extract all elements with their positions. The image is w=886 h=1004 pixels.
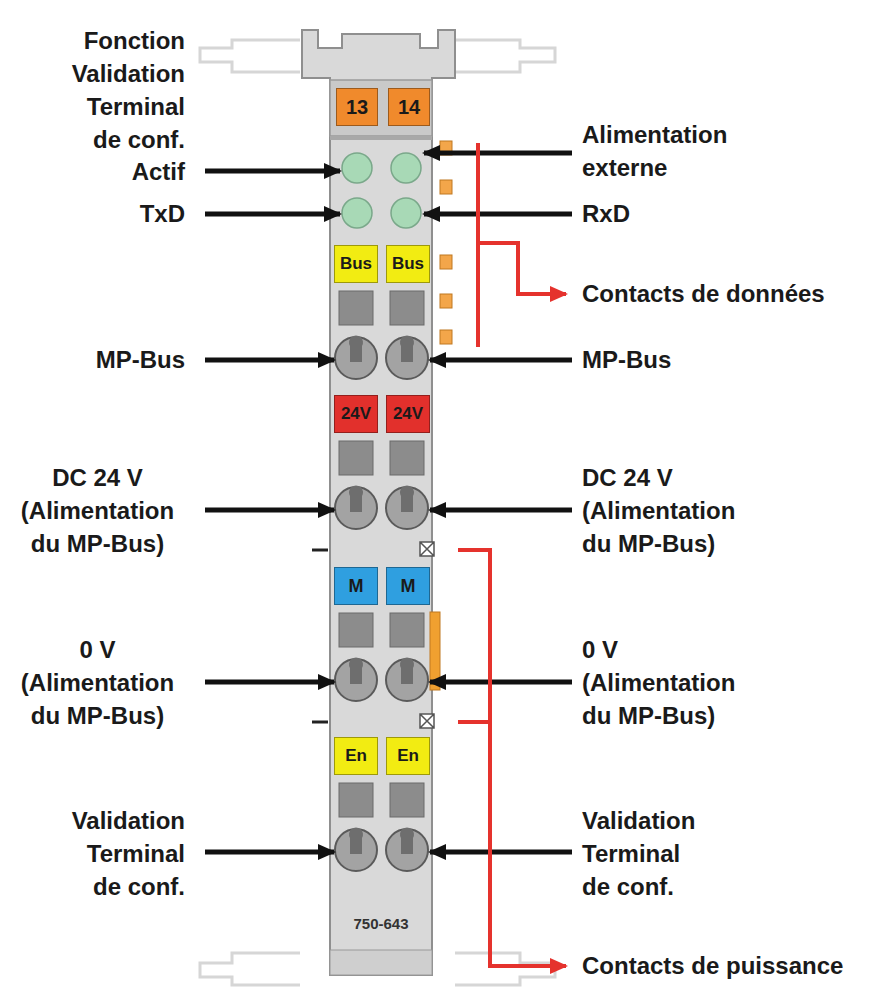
clamp-key — [349, 827, 363, 854]
terminal-marker: En — [386, 737, 430, 775]
terminal-marker: M — [386, 567, 430, 605]
terminal-marker: 14 — [388, 88, 430, 126]
terminal-label: DC 24 V (Alimentation du MP-Bus) — [5, 461, 190, 560]
terminal-label: 0 V (Alimentation du MP-Bus) — [582, 633, 762, 732]
function-label: Fonction Validation Terminal de conf. — [55, 24, 185, 156]
clamp-key — [349, 485, 363, 512]
release-slot — [390, 441, 424, 475]
clamp-key — [349, 335, 363, 362]
contact-label: Contacts de puissance — [582, 949, 882, 982]
release-slot — [339, 783, 373, 817]
led-label: Actif — [55, 155, 185, 188]
led-label: Alimentation externe — [582, 118, 762, 184]
terminal-code: 14 — [398, 96, 420, 119]
terminal-marker: M — [334, 567, 378, 605]
led — [342, 153, 421, 228]
data-contact — [440, 141, 452, 344]
clamp-key — [400, 335, 414, 362]
release-slot — [339, 291, 373, 325]
separator — [312, 550, 328, 722]
clamp-key — [349, 657, 363, 684]
terminal-label: DC 24 V (Alimentation du MP-Bus) — [582, 461, 762, 560]
terminal-code: M — [349, 576, 364, 597]
part-number: 750-643 — [336, 914, 426, 934]
release-slot — [390, 613, 424, 647]
leader-arrow — [205, 153, 572, 852]
terminal-code: En — [345, 746, 367, 766]
terminal-marker: 24V — [386, 395, 430, 433]
terminal-marker: 24V — [334, 395, 378, 433]
terminal-set — [335, 291, 428, 871]
terminal-label: MP-Bus — [35, 343, 185, 376]
terminal-code: M — [401, 576, 416, 597]
terminal-code: Bus — [340, 254, 372, 274]
terminal-code: Bus — [392, 254, 424, 274]
release-slot — [339, 441, 373, 475]
release-slot — [390, 291, 424, 325]
terminal-marker: Bus — [334, 245, 378, 283]
terminal-code: En — [397, 746, 419, 766]
terminal-marker: Bus — [386, 245, 430, 283]
led-label: RxD — [582, 197, 762, 230]
clamp-key — [400, 657, 414, 684]
terminal-label: 0 V (Alimentation du MP-Bus) — [5, 633, 190, 732]
terminal-marker: En — [334, 737, 378, 775]
terminal-code: 24V — [393, 404, 423, 424]
terminal-label: Validation Terminal de conf. — [582, 804, 710, 903]
clamp-key — [400, 485, 414, 512]
terminal-label: MP-Bus — [582, 343, 762, 376]
clamp-key — [400, 827, 414, 854]
contact-bracket — [458, 143, 566, 966]
power-contact — [430, 612, 440, 690]
release-slot — [339, 613, 373, 647]
led-label: TxD — [55, 197, 185, 230]
terminal-label: Validation Terminal de conf. — [57, 804, 185, 903]
terminal-code: 24V — [341, 404, 371, 424]
terminal-code: 13 — [346, 96, 368, 119]
terminal-marker: 13 — [336, 88, 378, 126]
contact-label: Contacts de données — [582, 277, 882, 310]
release-slot — [390, 783, 424, 817]
